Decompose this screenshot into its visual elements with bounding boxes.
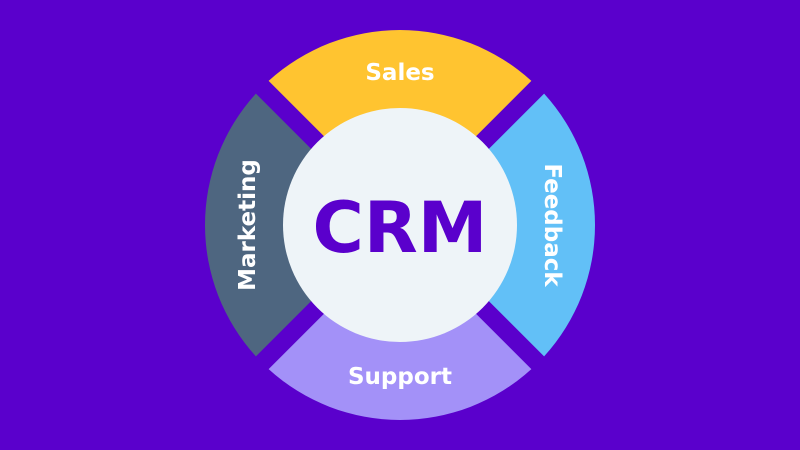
center-circle: [283, 108, 517, 342]
center-label: CRM: [313, 187, 488, 269]
segment-marketing: [205, 93, 320, 357]
segment-label-marketing: Marketing: [235, 159, 261, 291]
segment-feedback: [480, 93, 595, 357]
segment-label-support: Support: [348, 364, 452, 390]
segment-label-sales: Sales: [365, 60, 434, 86]
segment-support: [268, 305, 532, 420]
segment-label-feedback: Feedback: [539, 163, 565, 287]
segment-sales: [268, 30, 532, 145]
